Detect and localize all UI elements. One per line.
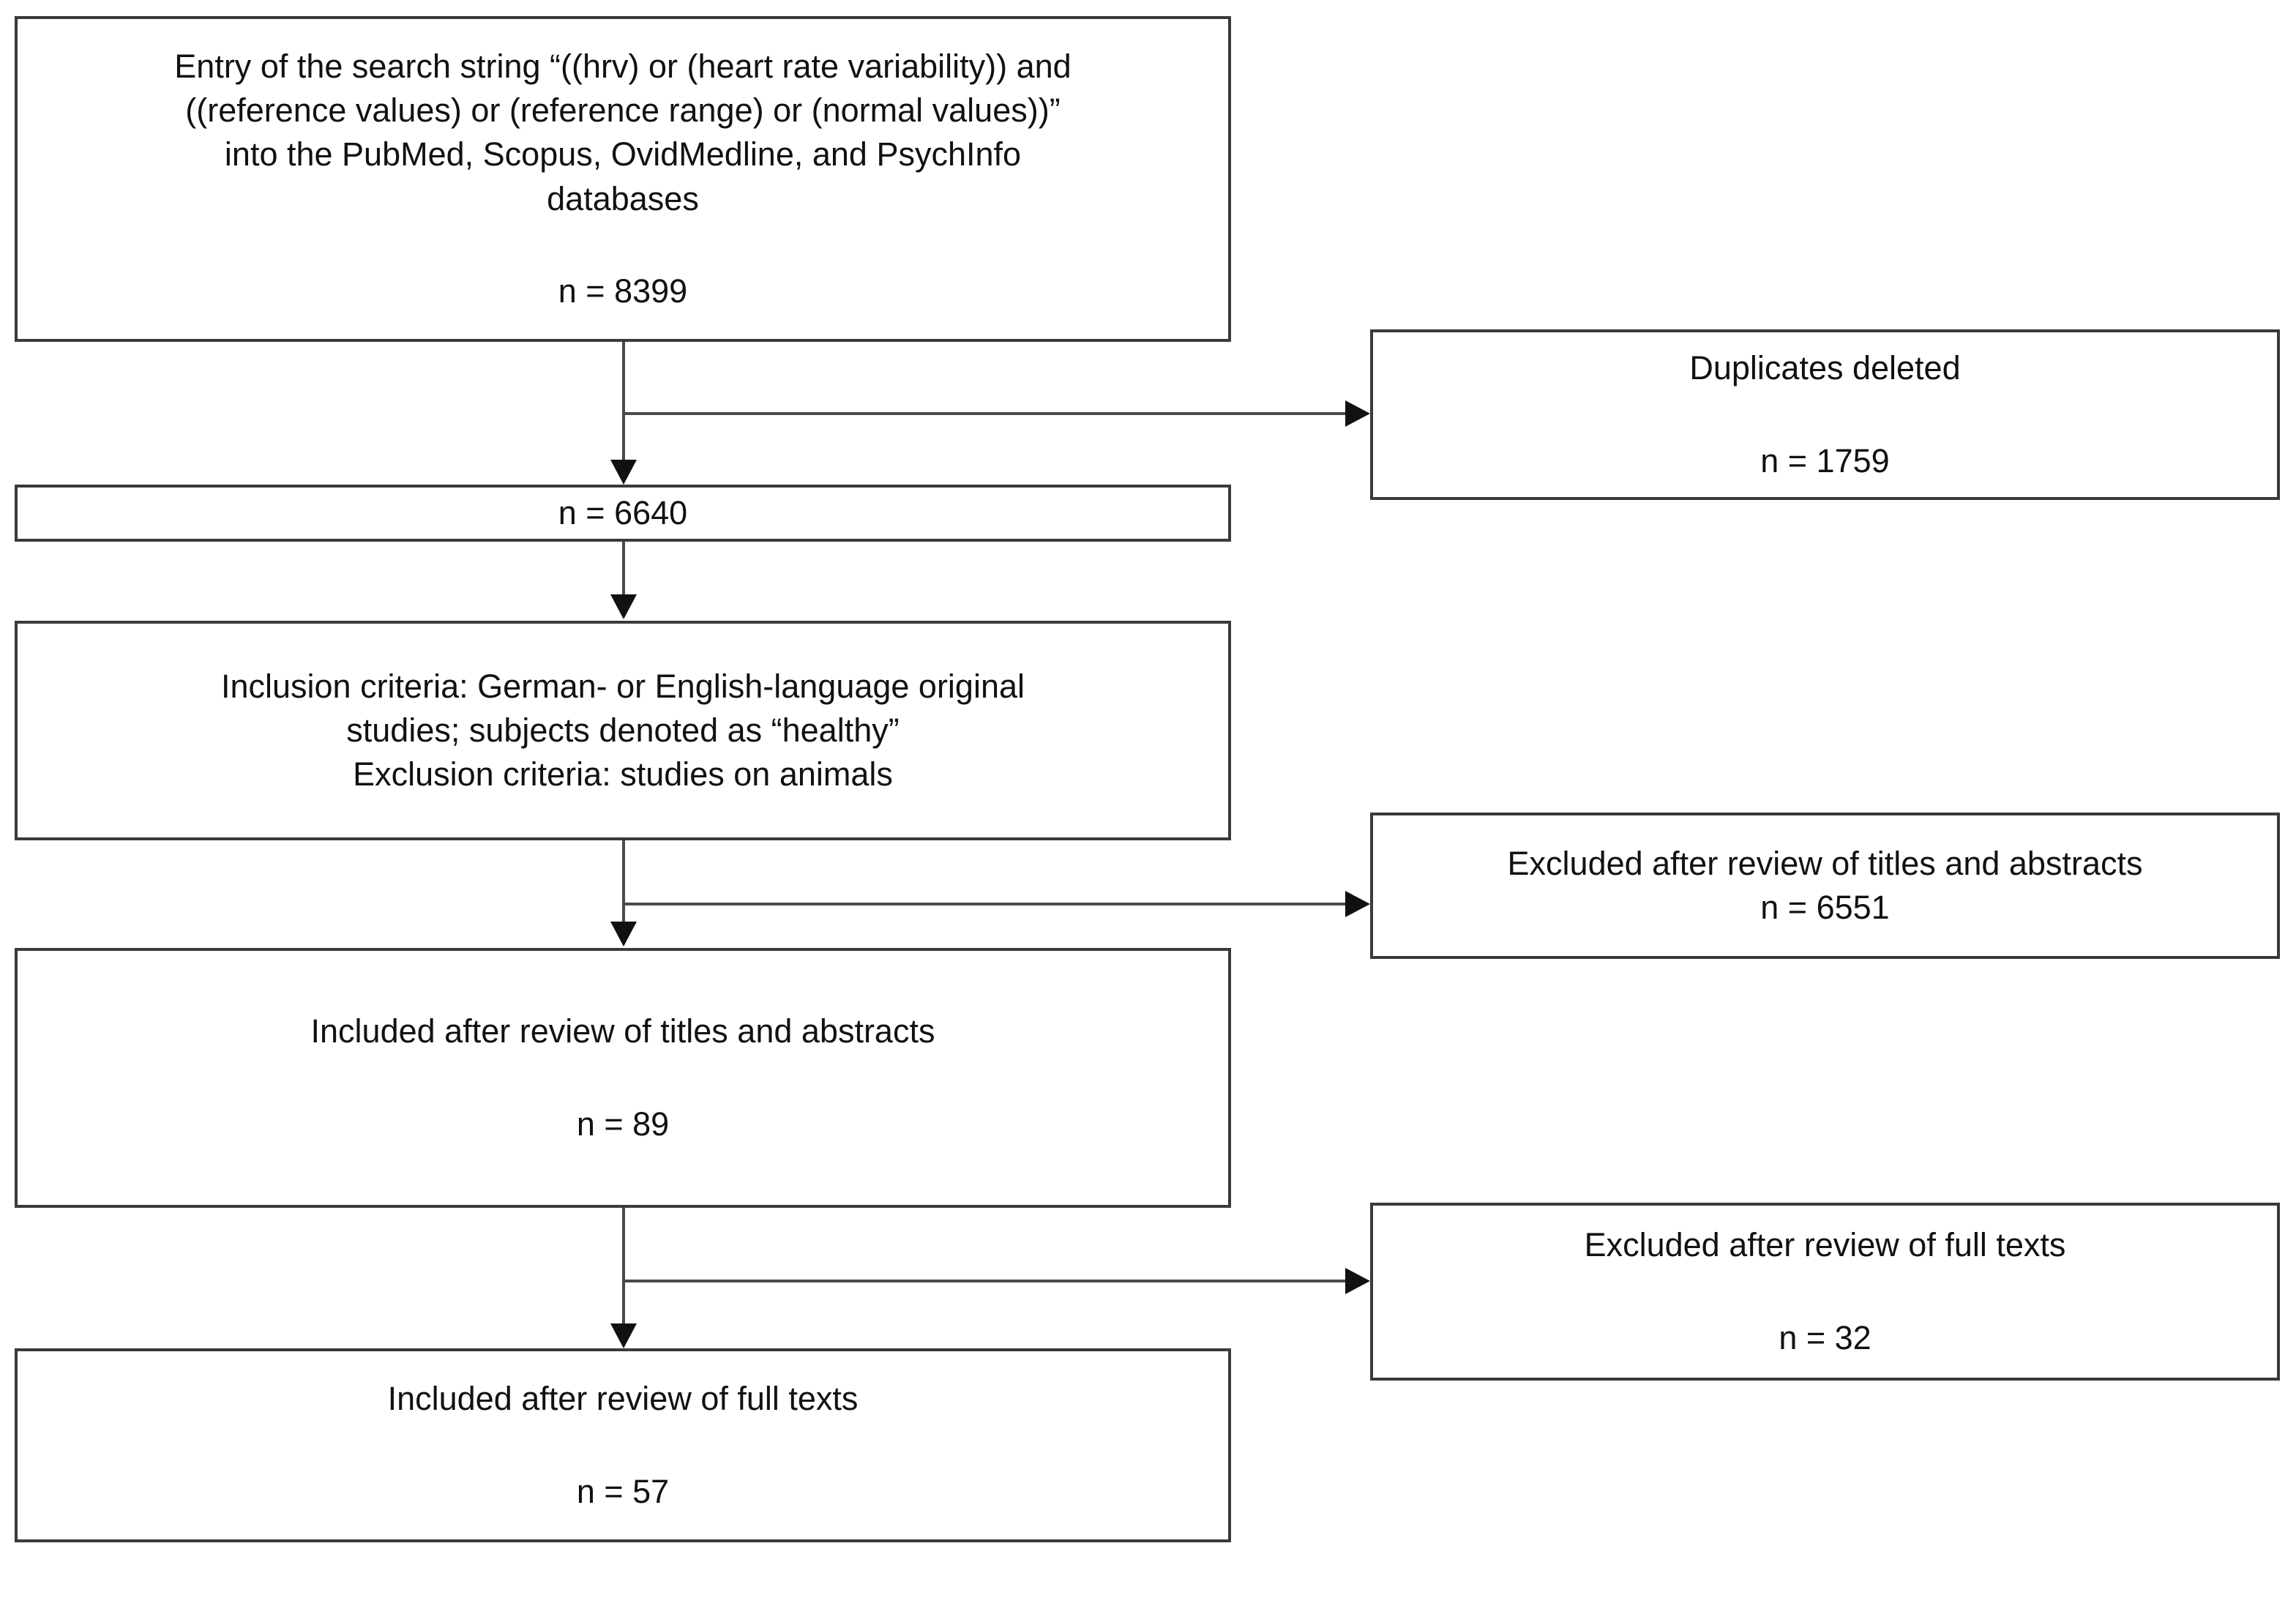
node-excluded-titles-abstracts-count: n = 6551	[1760, 889, 1890, 926]
node-included-full-texts-count: n = 57	[576, 1472, 670, 1510]
node-duplicates-deleted: Duplicates deleted n = 1759	[1370, 329, 2280, 500]
node-excluded-full-texts-count: n = 32	[1779, 1318, 1871, 1356]
edge-after-duplicates-to-criteria-arrow	[610, 594, 637, 619]
node-included-full-texts-text: Included after review of full texts	[387, 1380, 859, 1418]
node-included-titles-abstracts-count: n = 89	[576, 1105, 670, 1143]
node-excluded-titles-abstracts-text: Excluded after review of titles and abst…	[1507, 844, 2143, 882]
node-search-entry-text: Entry of the search string “((hrv) or (h…	[174, 47, 1072, 217]
node-included-titles-abstracts-text: Included after review of titles and abst…	[310, 1012, 935, 1050]
edge-included-titles-to-excluded-full-line	[622, 1280, 1345, 1282]
node-excluded-full-texts-text: Excluded after review of full texts	[1584, 1226, 2066, 1264]
edge-criteria-to-included-titles-arrow	[610, 922, 637, 946]
node-criteria: Inclusion criteria: German- or English-l…	[15, 621, 1231, 840]
edge-search-entry-to-duplicates-line	[622, 412, 1345, 415]
edge-included-titles-to-excluded-full-arrow	[1345, 1268, 1370, 1294]
edge-after-duplicates-to-criteria-line	[622, 542, 625, 596]
node-criteria-text: Inclusion criteria: German- or English-l…	[220, 667, 1025, 793]
edge-included-titles-to-included-full-arrow	[610, 1323, 637, 1348]
edge-included-titles-to-included-full-line	[622, 1208, 625, 1326]
node-excluded-full-texts: Excluded after review of full texts n = …	[1370, 1203, 2280, 1381]
node-duplicates-deleted-count: n = 1759	[1760, 441, 1890, 479]
edge-criteria-to-included-titles-line	[622, 840, 625, 925]
node-duplicates-deleted-text: Duplicates deleted	[1689, 349, 1961, 387]
node-after-duplicates-count: n = 6640	[558, 493, 688, 531]
node-after-duplicates: n = 6640	[15, 485, 1231, 542]
edge-criteria-to-excluded-titles-line	[622, 903, 1345, 905]
node-included-titles-abstracts: Included after review of titles and abst…	[15, 948, 1231, 1208]
node-included-full-texts: Included after review of full texts n = …	[15, 1348, 1231, 1542]
edge-search-entry-to-duplicates-arrow	[1345, 400, 1370, 427]
edge-search-entry-to-after-duplicates-line	[622, 342, 625, 461]
node-search-entry: Entry of the search string “((hrv) or (h…	[15, 16, 1231, 342]
node-excluded-titles-abstracts: Excluded after review of titles and abst…	[1370, 813, 2280, 959]
node-search-entry-count: n = 8399	[558, 272, 688, 310]
edge-search-entry-to-after-duplicates-arrow	[610, 460, 637, 485]
edge-criteria-to-excluded-titles-arrow	[1345, 891, 1370, 917]
